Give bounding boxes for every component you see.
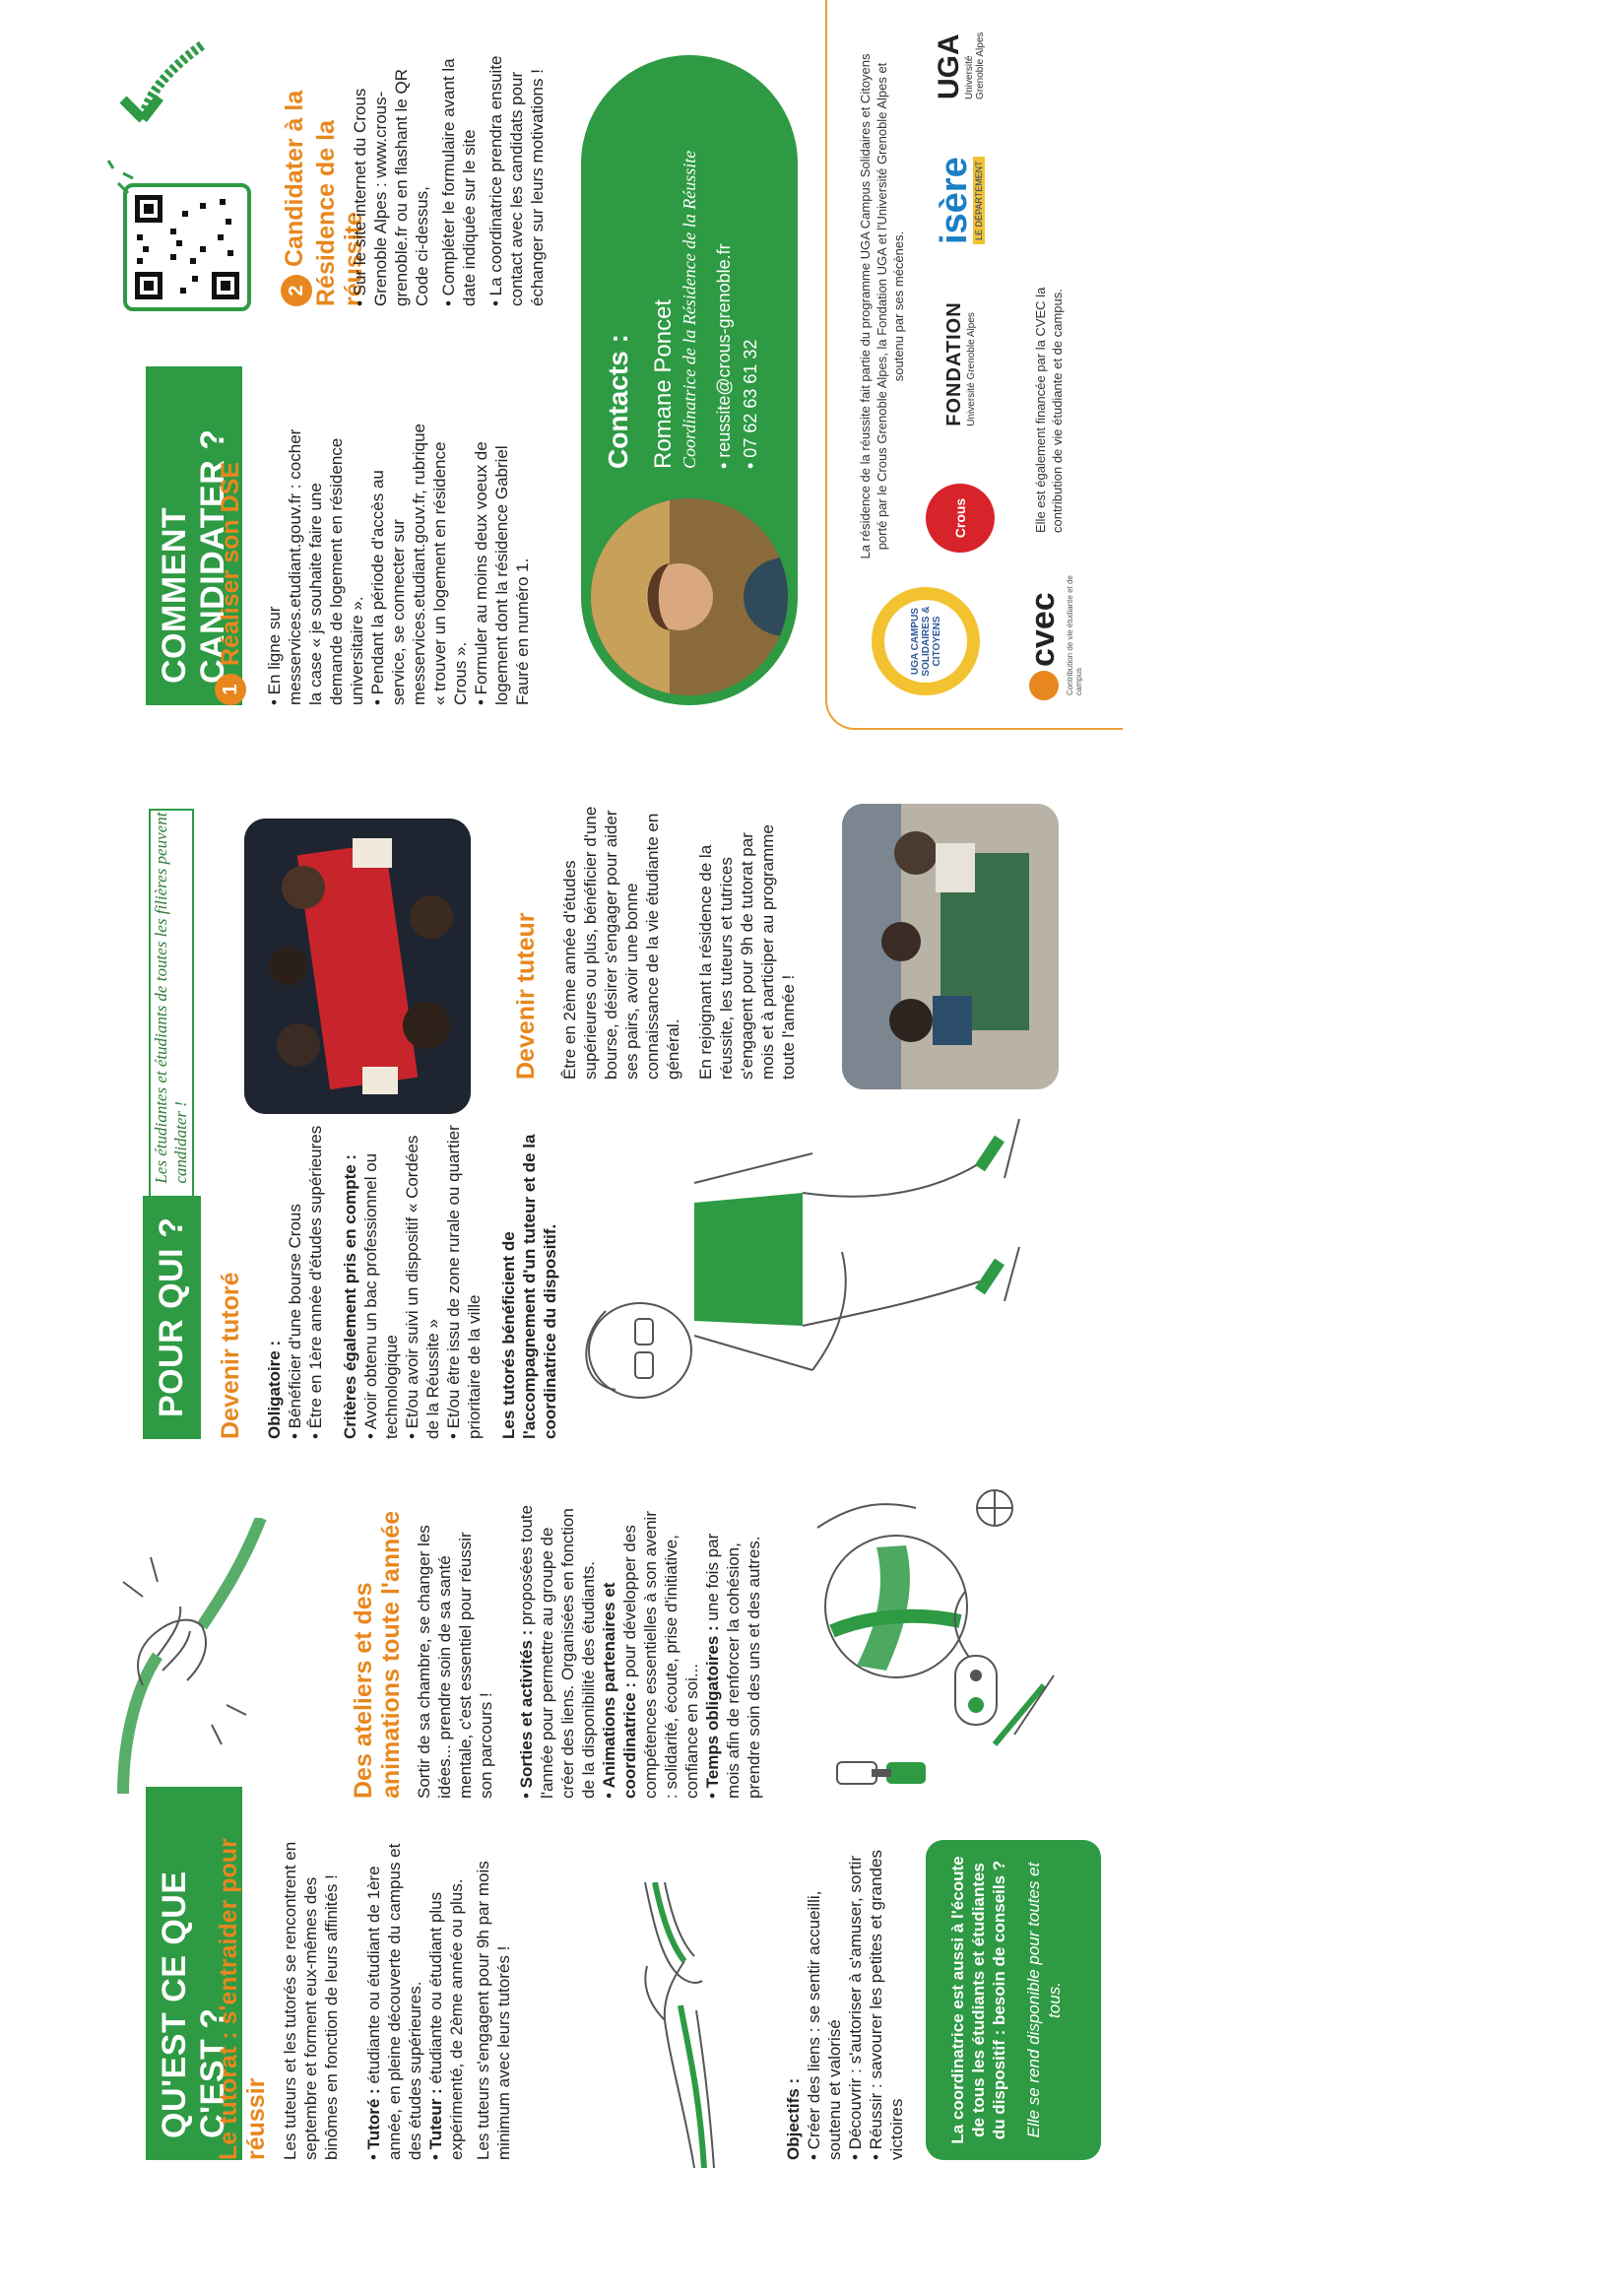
partner-logos-row: Crous FONDATION Université Grenoble Alpe… xyxy=(916,21,1005,553)
isere-logo-text: isère xyxy=(934,157,975,245)
panel2-header-row: POUR QUI ? Les étudiantes et étudiants d… xyxy=(142,809,201,1439)
qr-code-icon[interactable] xyxy=(123,183,251,311)
critere-item: Et/ou avoir suivi un dispositif « Cordée… xyxy=(402,1124,443,1439)
coordinatrice-box-italic: Elle se rend disponible pour toutes et t… xyxy=(1024,1862,1064,2138)
step1-number: 1 xyxy=(215,674,246,705)
contact-email-row[interactable]: • reussite@crous-grenoble.fr xyxy=(714,243,734,469)
step1-title-row: 1 Réaliser son DSE xyxy=(215,462,246,705)
step2-list: Sur le site internet du Crous Grenoble A… xyxy=(350,31,548,306)
tuteur-conditions: Être en 2ème année d'études supérieures … xyxy=(559,804,799,1080)
cvec-logo-text: cvec xyxy=(1024,592,1062,667)
contacts-title: Contacts : xyxy=(603,334,633,469)
isere-logo-sub: LE DÉPARTEMENT xyxy=(973,157,985,245)
isere-logo: isère LE DÉPARTEMENT xyxy=(934,157,985,245)
step1-item: Pendant la période d'accès au service, s… xyxy=(367,420,471,705)
criteres-title: Critères également pris en compte : xyxy=(341,1153,359,1439)
panel1-subtitle: Le tutorat : s'entraider pour réussir xyxy=(215,1838,270,2160)
coordinatrice-box: La coordinatrice est aussi à l'écoute de… xyxy=(926,1840,1101,2160)
fondation-logo: FONDATION Université Grenoble Alpes xyxy=(943,301,977,426)
pencil-icon xyxy=(992,1683,1047,1746)
step1-item: En ligne sur messervices.etudiant.gouv.f… xyxy=(264,420,367,705)
contact-phone[interactable]: 07 62 63 61 32 xyxy=(741,339,760,458)
contact-name: Romane Poncet xyxy=(650,298,677,469)
obligatoire-item: Bénéficier d'une bourse Crous xyxy=(285,1124,305,1439)
objectif-item: Créer des liens : se sentir accueilli, s… xyxy=(804,1845,845,2160)
cvec-dot-icon xyxy=(1028,671,1059,700)
tuteur-text-1: Être en 2ème année d'études supérieures … xyxy=(560,806,682,1080)
uga-logo-text: UGA xyxy=(933,33,965,99)
tutore-definition: • Tutoré : étudiante ou étudiant de 1ère… xyxy=(364,1843,424,2160)
tuteur-text-2: En rejoignant la résidence de la réussit… xyxy=(696,824,798,1080)
devenir-tuteur-title: Devenir tuteur xyxy=(512,912,540,1080)
sorties-label: Sorties et activités : xyxy=(517,1629,536,1789)
step1-item: Formuler au moins deux voeux de logement… xyxy=(471,420,533,705)
objectifs-block: Objectifs : Créer des liens : se sentir … xyxy=(783,1845,907,2160)
crous-logo: Crous xyxy=(926,484,995,553)
game-controller-icon xyxy=(954,1655,998,1726)
objectifs-title: Objectifs : xyxy=(784,2077,803,2160)
tutore-conditions: Obligatoire : Bénéficier d'une bourse Cr… xyxy=(264,1124,560,1439)
cvec-logo-sub: Contribution de vie étudiante et de camp… xyxy=(1066,575,1083,695)
temps-item: • Temps obligatoires : une fois par mois… xyxy=(703,1533,763,1799)
contact-photo xyxy=(591,498,788,695)
handshake-illustration xyxy=(117,1518,267,1794)
cvec-logo: cvec xyxy=(1024,592,1063,700)
contact-email[interactable]: reussite@crous-grenoble.fr xyxy=(714,243,734,458)
ateliers-title: Des ateliers et des animations toute l'a… xyxy=(350,1510,405,1799)
tutore-label: Tutoré : xyxy=(364,2088,383,2150)
hands-reaching-illustration xyxy=(644,1882,715,2168)
step2-number: 2 xyxy=(281,275,312,306)
contacts-box: Contacts : Romane Poncet Coordinatrice d… xyxy=(581,55,798,705)
coordinatrice-box-bold: La coordinatrice est aussi à l'écoute de… xyxy=(948,1856,1008,2144)
ateliers-text-block: Sortir de sa chambre, se changer les idé… xyxy=(414,1503,764,1799)
tuteur-definition: • Tuteur : étudiante ou étudiant plus ex… xyxy=(426,1878,466,2160)
panel2-header: POUR QUI ? xyxy=(142,1195,201,1439)
contact-phone-row[interactable]: • 07 62 63 61 32 xyxy=(741,339,760,469)
sorties-item: • Sorties et activités : proposées toute… xyxy=(517,1505,598,1799)
critere-item: Avoir obtenu un bac professionnel ou tec… xyxy=(360,1124,402,1439)
cvec-description: Elle est également financée par la CVEC … xyxy=(1033,287,1065,533)
step1-list: En ligne sur messervices.etudiant.gouv.f… xyxy=(264,420,533,705)
panel1-engagement: Les tuteurs s'engagent pour 9h par mois … xyxy=(474,1861,513,2160)
devenir-tutore-title: Devenir tutoré xyxy=(217,1272,244,1439)
step2-item: Sur le site internet du Crous Grenoble A… xyxy=(350,31,432,306)
temps-label: Temps obligatoires : xyxy=(703,1625,722,1789)
objectifs-list: Créer des liens : se sentir accueilli, s… xyxy=(804,1845,907,2160)
step2-item: La coordinatrice prendra ensuite contact… xyxy=(486,31,548,306)
contact-role: Coordinatrice de la Résidence de la Réus… xyxy=(680,150,699,469)
partners-description: La résidence de la réussite fait partie … xyxy=(858,53,906,559)
panel2-tagline: Les étudiantes et étudiants de toutes le… xyxy=(149,809,194,1196)
objectif-item: Découvrir : s'autoriser à s'amuser, sort… xyxy=(845,1845,866,2160)
arrow-pointing-icon xyxy=(119,40,205,123)
criteres-list: Avoir obtenu un bac professionnel ou tec… xyxy=(360,1124,485,1439)
animations-item: • Animations partenaires et coordinatric… xyxy=(600,1511,701,1799)
uga-logo: UGA Université Grenoble Alpes xyxy=(933,21,986,99)
panel1-text-block: Les tuteurs et les tutorés se rencontren… xyxy=(280,1835,514,2160)
critere-item: Et/ou être issu de zone rurale ou quarti… xyxy=(443,1124,485,1439)
campus-solidaires-badge: UGA CAMPUS SOLIDAIRES & CITOYENS xyxy=(872,587,980,695)
students-foosball-photo xyxy=(842,804,1059,1089)
student-tutor-illustration xyxy=(585,1118,1020,1399)
fondation-logo-sub: Université Grenoble Alpes xyxy=(966,312,977,426)
obligatoire-title: Obligatoire : xyxy=(265,1340,284,1439)
step2-item: Compléter le formulaire avant la date in… xyxy=(438,31,480,306)
sparkle-icon xyxy=(106,160,134,195)
campus-badge-text: UGA CAMPUS SOLIDAIRES & CITOYENS xyxy=(884,600,967,683)
uga-logo-sub: Université Grenoble Alpes xyxy=(964,32,986,99)
objectif-item: Réussir : savourer les petites et grande… xyxy=(866,1845,907,2160)
step1-title: Réaliser son DSE xyxy=(216,461,244,666)
obligatoire-item: Être en 1ère année d'études supérieures xyxy=(305,1124,326,1439)
activities-illustration xyxy=(816,1489,1055,1785)
obligatoire-list: Bénéficier d'une bourse Crous Être en 1è… xyxy=(285,1124,326,1439)
students-table-photo xyxy=(244,819,471,1114)
dumbbell-icon xyxy=(836,1761,877,1785)
fondation-logo-text: FONDATION xyxy=(943,301,965,426)
ateliers-intro: Sortir de sa chambre, se changer les idé… xyxy=(415,1525,495,1799)
panel1-intro: Les tuteurs et les tutorés se rencontren… xyxy=(281,1841,341,2160)
tuteur-label: Tuteur : xyxy=(426,2088,445,2150)
